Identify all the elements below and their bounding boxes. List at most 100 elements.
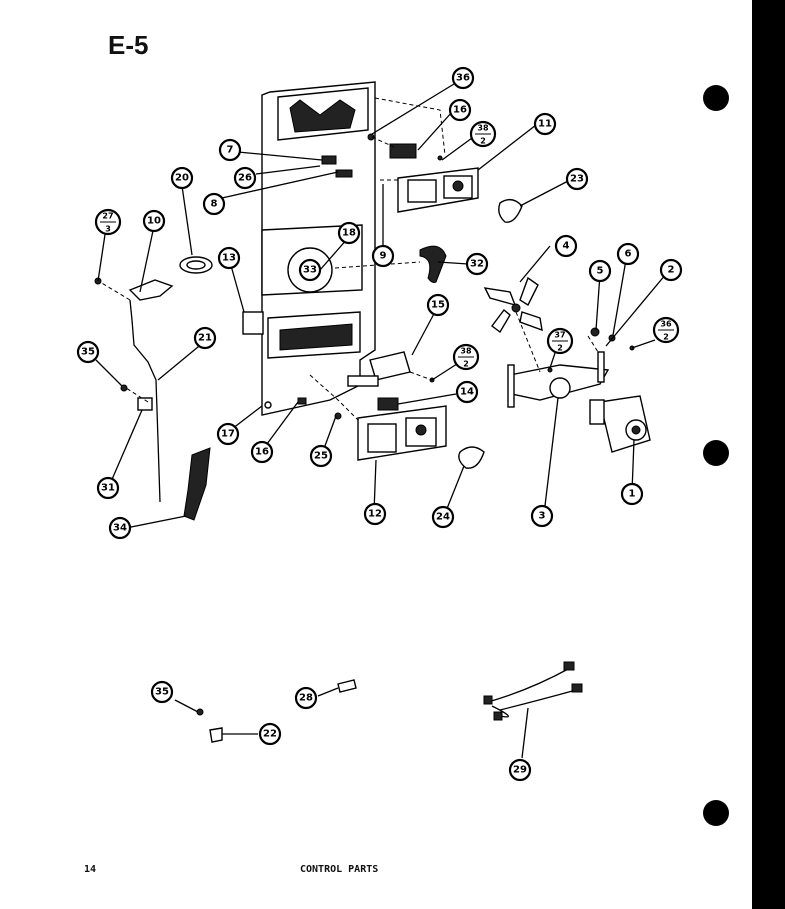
svg-text:2: 2 bbox=[663, 333, 669, 342]
svg-text:38: 38 bbox=[477, 124, 489, 133]
svg-text:21: 21 bbox=[198, 333, 212, 344]
footer-title: CONTROL PARTS bbox=[300, 864, 379, 875]
svg-text:8: 8 bbox=[211, 199, 218, 210]
control-panel bbox=[242, 81, 376, 416]
svg-text:23: 23 bbox=[570, 174, 584, 185]
svg-text:36: 36 bbox=[660, 320, 672, 329]
svg-text:20: 20 bbox=[175, 173, 189, 184]
callout-10: 10 bbox=[142, 209, 166, 233]
bracket-32 bbox=[419, 245, 447, 283]
callout-23: 23 bbox=[565, 167, 589, 191]
svg-text:5: 5 bbox=[597, 266, 604, 277]
svg-text:3: 3 bbox=[539, 511, 546, 522]
callout-21: 21 bbox=[193, 326, 217, 350]
callout-11: 11 bbox=[533, 112, 557, 136]
callout-5: 5 bbox=[588, 259, 612, 283]
control-housing-upper bbox=[389, 143, 479, 213]
callout-9: 9 bbox=[371, 244, 395, 268]
control-housing-lower bbox=[357, 397, 447, 461]
callout-15: 15 bbox=[426, 293, 450, 317]
callout-24: 24 bbox=[431, 505, 455, 529]
svg-text:28: 28 bbox=[299, 693, 313, 704]
svg-text:13: 13 bbox=[222, 253, 236, 264]
callout-7: 7 bbox=[218, 138, 242, 162]
svg-text:2: 2 bbox=[557, 344, 563, 353]
callout-27-3: 273 bbox=[94, 208, 122, 236]
callout-16-top: 16 bbox=[448, 98, 472, 122]
svg-text:10: 10 bbox=[147, 216, 161, 227]
binder-hole-bottom bbox=[703, 800, 729, 826]
svg-text:24: 24 bbox=[436, 512, 450, 523]
callout-31: 31 bbox=[96, 476, 120, 500]
svg-text:35: 35 bbox=[155, 687, 169, 698]
svg-text:16: 16 bbox=[255, 447, 269, 458]
svg-text:31: 31 bbox=[101, 483, 115, 494]
callout-16-bottom: 16 bbox=[250, 440, 274, 464]
svg-text:16: 16 bbox=[453, 105, 467, 116]
svg-text:4: 4 bbox=[563, 241, 570, 252]
callout-8: 8 bbox=[202, 192, 226, 216]
svg-text:26: 26 bbox=[238, 173, 252, 184]
svg-text:2: 2 bbox=[463, 360, 469, 369]
svg-text:34: 34 bbox=[113, 523, 127, 534]
callout-13: 13 bbox=[217, 246, 241, 270]
knob-23 bbox=[498, 198, 523, 223]
callout-12: 12 bbox=[363, 502, 387, 526]
svg-text:37: 37 bbox=[554, 331, 565, 340]
callout-26: 26 bbox=[233, 166, 257, 190]
svg-text:9: 9 bbox=[380, 251, 387, 262]
knob-24 bbox=[458, 446, 485, 469]
callout-35-top: 35 bbox=[76, 340, 100, 364]
svg-text:35: 35 bbox=[81, 347, 95, 358]
svg-text:14: 14 bbox=[460, 387, 474, 398]
callout-17: 17 bbox=[216, 422, 240, 446]
hardware bbox=[94, 133, 635, 420]
svg-text:36: 36 bbox=[456, 73, 470, 84]
section-code: E-5 bbox=[108, 30, 149, 60]
callout-36: 36 bbox=[451, 66, 475, 90]
svg-text:2: 2 bbox=[668, 265, 675, 276]
terminal-28 bbox=[317, 679, 357, 697]
svg-text:15: 15 bbox=[431, 300, 445, 311]
callout-28: 28 bbox=[294, 686, 318, 710]
callout-29: 29 bbox=[508, 758, 532, 782]
fan-blade-4 bbox=[483, 276, 543, 334]
callout-38-2-mid: 382 bbox=[452, 343, 480, 371]
callout-36-2: 362 bbox=[652, 316, 680, 344]
wire-harness-29 bbox=[483, 661, 583, 759]
callout-35-bottom: 35 bbox=[150, 680, 174, 704]
callout-32: 32 bbox=[465, 252, 489, 276]
callout-4: 4 bbox=[554, 234, 578, 258]
callout-33: 33 bbox=[298, 258, 322, 282]
callout-1: 1 bbox=[620, 482, 644, 506]
svg-text:25: 25 bbox=[314, 451, 328, 462]
svg-text:38: 38 bbox=[460, 347, 472, 356]
leader-lines bbox=[95, 83, 667, 529]
svg-text:33: 33 bbox=[303, 265, 317, 276]
svg-text:27: 27 bbox=[102, 212, 113, 221]
svg-text:2: 2 bbox=[480, 137, 486, 146]
svg-text:6: 6 bbox=[625, 249, 632, 260]
screw-35b-group bbox=[174, 699, 258, 743]
binder-hole-middle bbox=[703, 440, 729, 466]
svg-text:11: 11 bbox=[538, 119, 552, 130]
svg-text:18: 18 bbox=[342, 228, 356, 239]
svg-text:17: 17 bbox=[221, 429, 235, 440]
callout-22: 22 bbox=[258, 722, 282, 746]
assembly-lines bbox=[99, 97, 599, 421]
page-number: 14 bbox=[84, 864, 97, 875]
svg-text:12: 12 bbox=[368, 509, 382, 520]
linkage bbox=[128, 279, 211, 521]
svg-text:32: 32 bbox=[470, 259, 484, 270]
svg-text:22: 22 bbox=[263, 729, 277, 740]
callout-34: 34 bbox=[108, 516, 132, 540]
motor-bracket-3 bbox=[507, 351, 610, 408]
binder-hole-top bbox=[703, 85, 729, 111]
callout-38-2-top: 382 bbox=[469, 120, 497, 148]
callout-37-2: 372 bbox=[546, 327, 574, 355]
callout-3: 3 bbox=[530, 504, 554, 528]
callout-14: 14 bbox=[455, 380, 479, 404]
motor-1 bbox=[589, 395, 651, 453]
